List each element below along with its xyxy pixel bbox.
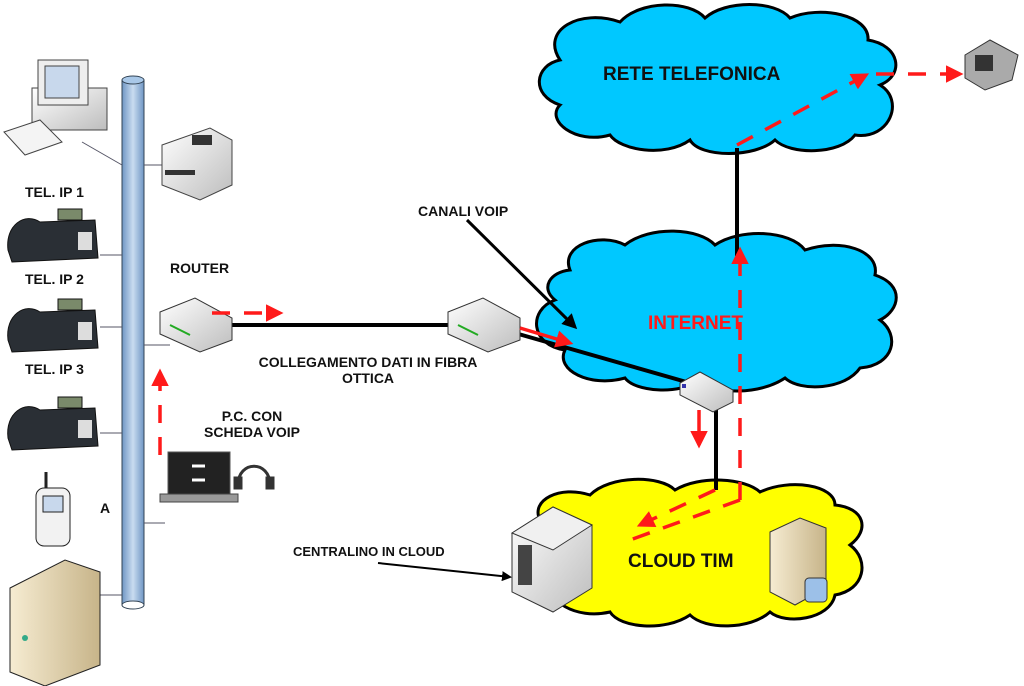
router-icon: [159, 297, 233, 353]
fiber-link-label: COLLEGAMENTO DATI IN FIBRA OTTICA: [228, 354, 508, 386]
internet-cloud: [535, 229, 898, 393]
ip-phone-2-icon: [7, 298, 99, 353]
ip-phone-1-icon: [7, 208, 99, 263]
printer-icon: [161, 127, 233, 201]
cloud-pbx-pointer: [377, 562, 512, 582]
laptop-icon: [159, 451, 239, 503]
phone-network-label: RETE TELEFONICA: [603, 64, 781, 85]
landline-phone-icon: [964, 39, 1019, 91]
isp-router-icon: [447, 297, 521, 353]
isp-to-switch-line: [514, 331, 691, 385]
database-server-icon: [769, 517, 828, 606]
cloud-pbx-label: CENTRALINO IN CLOUD: [293, 544, 445, 559]
phone-network-cloud: [537, 3, 898, 155]
mobile-phone-icon: [35, 472, 71, 547]
tower-server-icon: [9, 559, 101, 686]
voip-pc-label-line2: SCHEDA VOIP: [204, 424, 300, 441]
tel-ip-1-label: TEL. IP 1: [25, 184, 84, 200]
internet-label: INTERNET: [648, 313, 743, 334]
headset-icon: [233, 464, 275, 490]
router-label: ROUTER: [170, 260, 230, 276]
lan-backbone: [121, 75, 145, 610]
fiber-link-label-line1: COLLEGAMENTO DATI IN FIBRA: [258, 354, 478, 370]
lan-drop-lines: [81, 141, 170, 596]
voip-channels-label: CANALI VOIP: [418, 203, 509, 219]
desktop-computer-icon: [3, 59, 108, 156]
voip-channels-pointer: [465, 218, 578, 330]
voip-pc-label-line1: P.C. CON: [221, 408, 283, 424]
mobile-label: A: [100, 500, 111, 516]
voip-pc-label: P.C. CON SCHEDA VOIP: [182, 408, 322, 440]
tim-cloud-label: CLOUD TIM: [628, 551, 734, 572]
fiber-link-label-line2: OTTICA: [341, 370, 395, 387]
voip-call-flow: [151, 65, 964, 542]
ip-phone-3-icon: [7, 396, 99, 451]
tel-ip-2-label: TEL. IP 2: [25, 271, 84, 287]
switch-icon: [679, 371, 734, 413]
tel-ip-3-label: TEL. IP 3: [25, 361, 84, 377]
rack-server-icon: [510, 506, 594, 613]
